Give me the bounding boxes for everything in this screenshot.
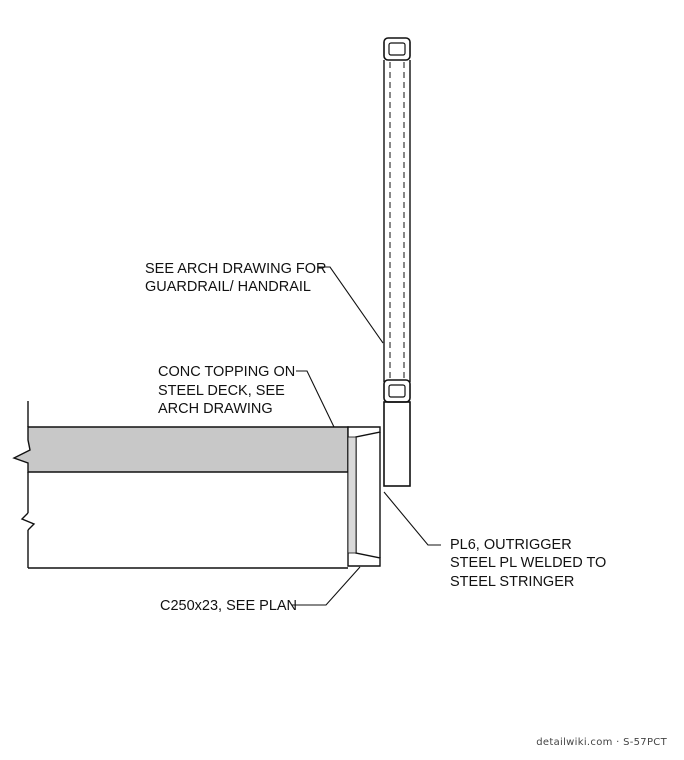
top-rail (383, 37, 411, 61)
note-channel: C250x23, SEE PLAN (160, 598, 297, 614)
channel-section (347, 426, 381, 567)
credit-watermark: detailwiki.com · S-57PCT (536, 737, 667, 748)
bottom-rail-inner (388, 384, 406, 398)
note-plate: PL6, OUTRIGGER STEEL PL WELDED TO STEEL … (450, 537, 610, 590)
channel-web-hatch (347, 436, 357, 554)
note-topping: CONC TOPPING ON STEEL DECK, SEE ARCH DRA… (158, 364, 299, 417)
leader-channel (292, 566, 361, 606)
leader-plate (383, 491, 441, 546)
note-guardrail: SEE ARCH DRAWING FOR GUARDRAIL/ HANDRAIL (145, 261, 331, 295)
top-rail-inner (388, 42, 406, 56)
deck-profile (20, 401, 348, 569)
outrigger-plate (383, 401, 411, 487)
leader-topping (296, 370, 335, 428)
guardrail-post (383, 37, 411, 403)
bottom-rail (383, 379, 411, 403)
concrete-topping (12, 426, 349, 473)
leader-guardrail (318, 266, 384, 344)
leaders (292, 266, 441, 606)
